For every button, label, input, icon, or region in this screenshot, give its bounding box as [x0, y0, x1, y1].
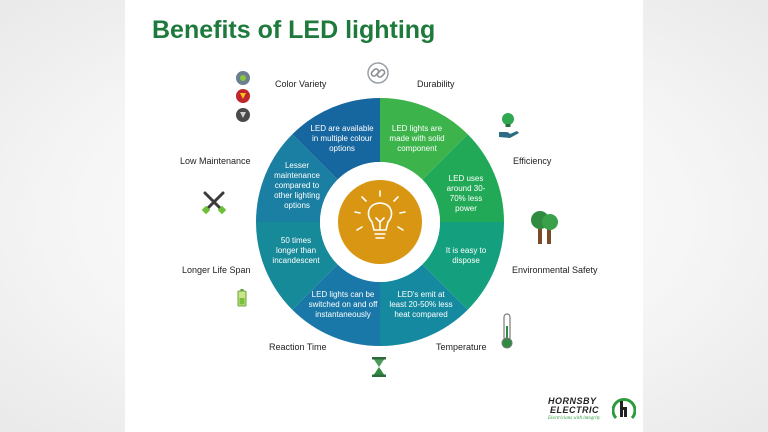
segment-text-durability: LED lights are made with solid component	[389, 124, 445, 153]
segment-lifespan	[255, 222, 338, 310]
label-low-maintenance: Low Maintenance	[180, 156, 251, 166]
logo-tagline: Electricians with integrity	[548, 416, 601, 421]
logo-line2: ELECTRIC	[550, 405, 599, 415]
label-environmental-safety: Environmental Safety	[512, 265, 598, 275]
label-color-variety: Color Variety	[275, 79, 327, 89]
hourglass-icon	[372, 357, 386, 377]
thermometer-icon	[501, 313, 513, 349]
segment-efficiency	[422, 134, 504, 222]
label-efficiency: Efficiency	[513, 156, 552, 166]
segment-environmental	[422, 222, 504, 310]
label-temperature: Temperature	[436, 342, 487, 352]
color-dots-icon	[236, 71, 250, 122]
battery-icon	[237, 289, 247, 307]
segment-text-efficiency: LED uses around 30-70% less power	[446, 174, 486, 213]
segment-text-environmental: It is easy to dispose	[445, 246, 487, 265]
lightbulb-hand-icon	[499, 113, 519, 138]
tools-icon	[201, 191, 227, 215]
chain-link-icon	[367, 62, 389, 84]
segment-reaction	[292, 264, 380, 346]
segment-text-color: LED are available in multiple colour opt…	[310, 124, 374, 153]
label-reaction-time: Reaction Time	[269, 342, 327, 352]
segment-text-maintenance: Lesser maintenance compared to other lig…	[274, 161, 320, 210]
segment-temperature	[380, 264, 468, 346]
segment-color	[292, 97, 380, 180]
segment-maintenance	[256, 134, 338, 222]
logo-line1: HORNSBY	[548, 396, 597, 406]
segment-text-lifespan: 50 times longer than incandescent	[272, 236, 320, 265]
segment-text-temperature: LED's emit at least 20-50% less heat com…	[389, 290, 453, 319]
segment-durability	[380, 97, 468, 180]
trees-icon	[531, 211, 558, 244]
company-logo: HORNSBY ELECTRIC Electricians with integ…	[548, 396, 640, 426]
label-durability: Durability	[417, 79, 455, 89]
segment-text-reaction: LED lights can be switched on and off in…	[308, 290, 378, 319]
bulb-center-icon	[354, 190, 406, 239]
logo-h-icon	[612, 398, 636, 420]
page-title: Benefits of LED lighting	[152, 16, 436, 44]
label-longer-life-span: Longer Life Span	[182, 265, 251, 275]
